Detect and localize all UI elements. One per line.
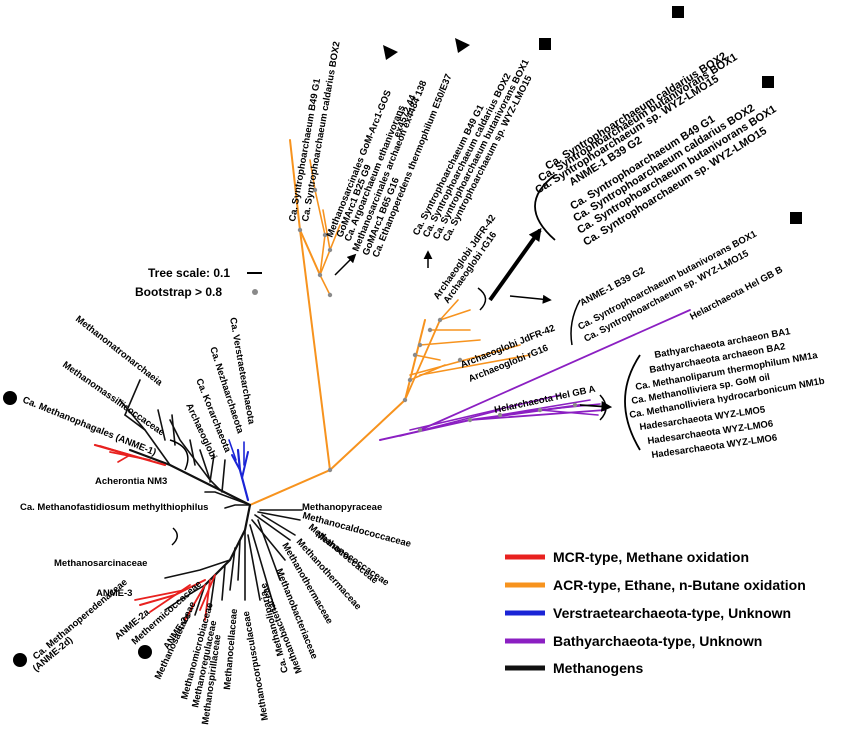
annotation-markers [3, 6, 802, 667]
mcr-clade [93, 443, 216, 621]
legend-label: Bathyarchaeota-type, Unknown [553, 633, 762, 649]
legend: MCR-type, Methane oxidation ACR-type, Et… [505, 549, 806, 676]
legend-label: Verstraetearchaeota-type, Unknown [553, 605, 791, 621]
taxon-label: Methanosarcinaceae [54, 558, 147, 569]
arrows-and-brackets [169, 174, 641, 546]
acr-clade [249, 139, 531, 506]
verstraete-clade [228, 439, 250, 502]
right-group-1-labels: Ca. Syntrophoarchaeum caldarius BOX2 Ca.… [533, 50, 778, 248]
legend-label: Methanogens [553, 660, 643, 676]
acr-upper-right-branches [404, 299, 531, 401]
taxon-label: Ca. Methanofastidiosum methylthiophilus [20, 502, 208, 513]
taxon-label: Methanopyraceae [302, 502, 382, 513]
circle-marker [3, 391, 17, 405]
taxon-label: Methanocorpusculaceae [241, 610, 271, 721]
legend-label: MCR-type, Methane oxidation [553, 549, 749, 565]
taxon-label: Methanocellaceae [222, 608, 240, 690]
square-marker [672, 6, 684, 18]
legend-item: ACR-type, Ethane, n-Butane oxidation [505, 577, 806, 593]
legend-item: Bathyarchaeota-type, Unknown [505, 633, 762, 649]
circle-marker [13, 653, 27, 667]
legend-label: ACR-type, Ethane, n-Butane oxidation [553, 577, 806, 593]
legend-item: Methanogens [505, 660, 643, 676]
triangle-marker [383, 45, 398, 60]
bottom-left-labels: Methanosarcinaceae ANME-3 Ca. Methanoper… [31, 558, 204, 681]
right-group-2-labels: ANME-1 B39 G2 Ca. Syntrophoarchaeum buta… [576, 228, 759, 344]
bathy-clade [379, 309, 691, 441]
taxon-label: Ca. Syntrophoarchaeum butanivorans BOX1 [576, 228, 759, 332]
square-marker [790, 212, 802, 224]
square-marker [539, 38, 551, 50]
legend-item: MCR-type, Methane oxidation [505, 549, 749, 565]
tree-scale-label: Tree scale: 0.1 [148, 266, 230, 280]
triangle-marker [455, 38, 470, 53]
bathy-group-labels: Bathyarchaeota archaeon BA1 Bathyarchaeo… [629, 326, 826, 461]
legend-item: Verstraetearchaeota-type, Unknown [505, 605, 791, 621]
circle-marker [138, 645, 152, 659]
left-labels: Methanonatronarchaeia Methanomassiliicoc… [20, 314, 257, 513]
taxon-label: Acherontia NM3 [95, 476, 167, 487]
bottom-fan-labels: Methanomicrobiaceae Methanoregulaceae Me… [179, 502, 412, 725]
taxon-label: Ca. Methanophagales (ANME-1) [21, 395, 158, 459]
square-marker [762, 76, 774, 88]
top-orange-labels: Ca. Syntrophoarchaeum B49 G1 Ca. Syntrop… [287, 41, 535, 259]
bootstrap-label: Bootstrap > 0.8 [135, 285, 222, 299]
taxon-label: ANME-3 [96, 588, 132, 599]
tree-scale: Tree scale: 0.1 Bootstrap > 0.8 [135, 266, 262, 299]
bootstrap-nodes-acr [297, 187, 463, 473]
methanogen-clades [119, 379, 303, 616]
taxon-label: Ca. Methanoperedenaceae [31, 577, 130, 662]
